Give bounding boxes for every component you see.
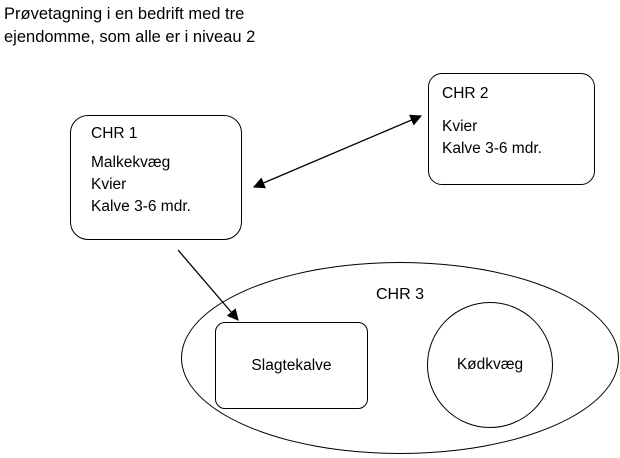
chr2-box: CHR 2 Kvier Kalve 3-6 mdr. [428,73,595,185]
slagtekalve-label: Slagtekalve [251,356,332,374]
diagram-title: Prøvetagning i en bedrift med tre ejendo… [4,3,255,49]
chr2-heading: CHR 2 [442,85,489,102]
chr1-heading: CHR 1 [91,125,138,142]
chr1-line: Malkekvæg [91,154,171,171]
diagram-title-line2: ejendomme, som alle er i niveau 2 [4,28,256,46]
chr3-label: CHR 3 [375,286,424,303]
chr1-line: Kvier [91,176,127,193]
chr1-box: CHR 1 Malkekvæg Kvier Kalve 3-6 mdr. [70,115,242,240]
chr1-line: Kalve 3-6 mdr. [91,198,191,215]
arrow-chr1-chr2 [252,114,423,189]
kodkvaeg-label: Kødkvæg [456,356,524,373]
slagtekalve-box: Slagtekalve [215,322,368,409]
diagram-title-line1: Prøvetagning i en bedrift med tre [4,5,245,23]
chr2-line: Kvier [442,118,478,135]
kodkvaeg-circle: Kødkvæg [427,302,553,428]
chr2-line: Kalve 3-6 mdr. [442,140,542,157]
